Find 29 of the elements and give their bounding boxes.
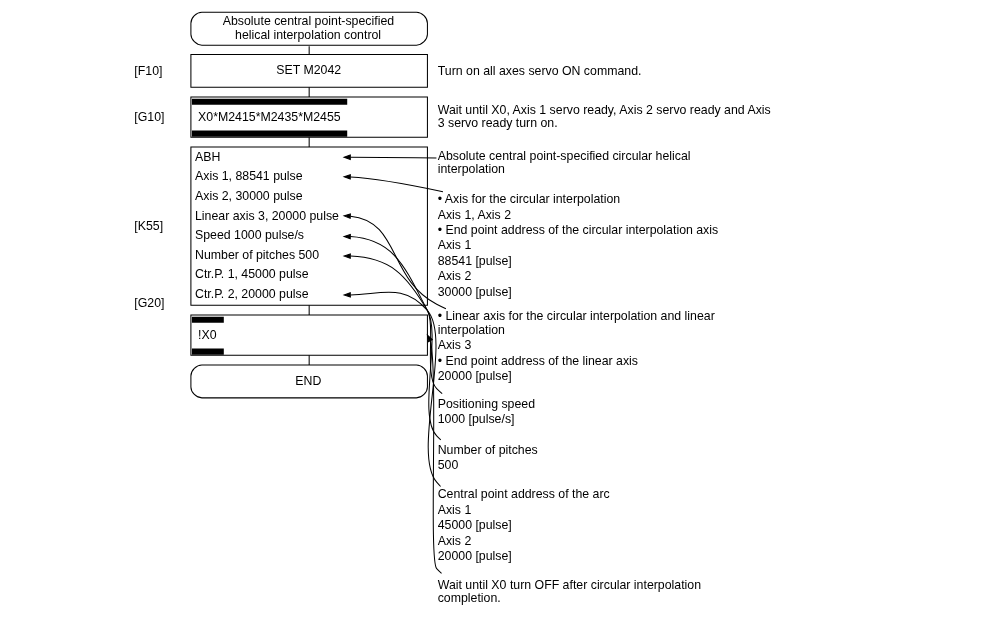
connector bbox=[308, 136, 310, 148]
arrow bbox=[342, 253, 441, 441]
node-box: END bbox=[189, 364, 428, 399]
connector bbox=[308, 304, 310, 316]
arrow bbox=[342, 233, 443, 395]
arrow bbox=[342, 174, 443, 193]
arrow bbox=[342, 291, 441, 487]
arrow bbox=[426, 333, 442, 574]
connector bbox=[308, 86, 310, 98]
node-label: [G10] bbox=[133, 109, 164, 124]
node-label: [F10] bbox=[133, 63, 162, 78]
node-label: [K55] bbox=[133, 218, 163, 233]
node-text: • Axis for the circular interpolation Axis 1, Axis 2 • End point address of the circular interpolation axis Axis 1 88541 [pulse] Axis 2 30000 [pulse] bbox=[437, 192, 718, 299]
node-text: • Linear axis for the circular interpolation and linear interpolation Axis 3 • End point address of the linear axis 20000 [pulse] bbox=[437, 309, 715, 383]
node-label: [G20] bbox=[133, 295, 164, 310]
node-text: Central point address of the arc Axis 1 45000 [pulse] Axis 2 20000 [pulse] bbox=[437, 487, 610, 563]
node-text: Positioning speed 1000 [pulse/s] bbox=[437, 396, 535, 427]
arrow bbox=[342, 213, 446, 310]
node-label: Turn on all axes servo ON command. bbox=[437, 63, 641, 78]
node-box: Absolute central point-specified helical interpolation control bbox=[189, 11, 428, 46]
node-text: Absolute central point-specified circular helical interpolation bbox=[437, 148, 691, 177]
connector bbox=[308, 354, 310, 366]
node-box: ABH Axis 1, 88541 pulse Axis 2, 30000 pulse Linear axis 3, 20000 pulse Speed 1000 pulse/s Number of pitches 500 Ctr.P. 1, 45000 pulse Ctr.P. 2, 20000 pulse bbox=[189, 146, 428, 306]
arrow bbox=[342, 154, 437, 161]
node-box: SET M2042 bbox=[189, 53, 428, 88]
node-text: Number of pitches 500 bbox=[437, 443, 538, 473]
connector bbox=[308, 45, 310, 55]
node-label: Wait until X0, Axis 1 servo ready, Axis 2 servo ready and Axis 3 servo ready turn on. bbox=[437, 102, 771, 131]
node-text: Wait until X0 turn OFF after circular interpolation completion. bbox=[437, 577, 701, 606]
